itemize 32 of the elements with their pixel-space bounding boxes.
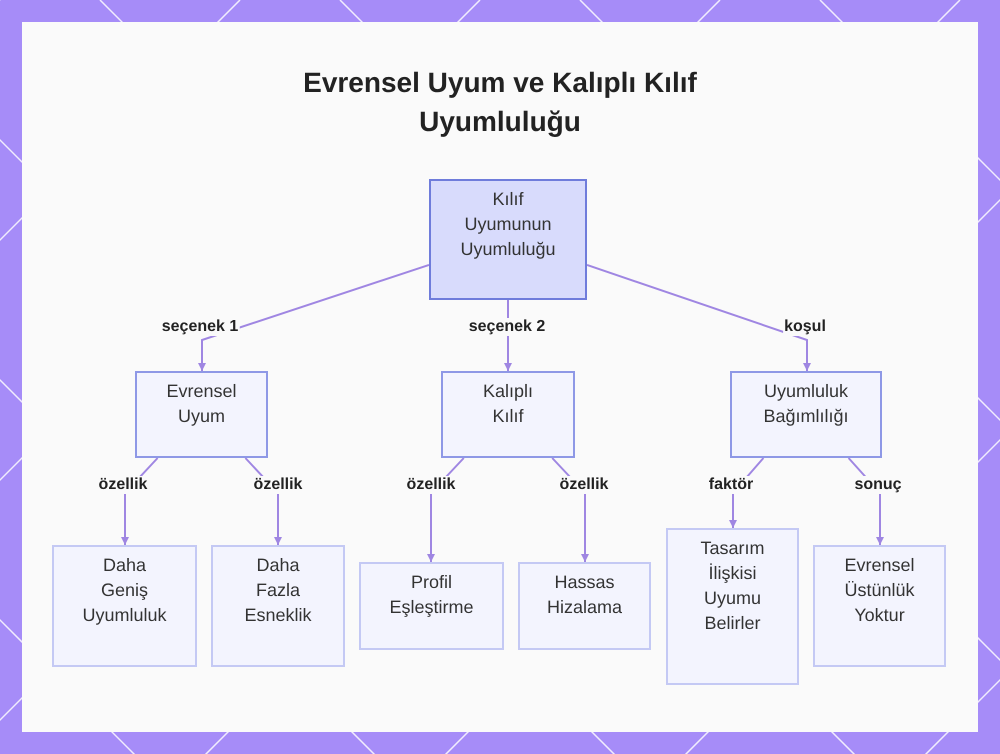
edge-label: faktör [708,476,754,494]
process-box [135,371,268,458]
process-box [359,562,504,650]
node-text: Evrensel Üstünlük Yoktur [844,554,915,627]
connector-arrow [198,264,430,371]
edge-label: seçenek 1 [160,318,240,336]
node-text: Kılıf Uyumunun Uyumluluğu [460,188,556,261]
node-text: Profil Eşleştirme [389,571,474,619]
node-text: Daha Fazla Esneklik [244,554,312,627]
edge-label: özellik [558,476,610,494]
process-box [211,545,345,667]
node-text: Uyumluluk Bağımlılığı [763,380,849,428]
edge-label: koşul [783,318,827,336]
edge-label: seçenek 2 [468,318,546,336]
process-box [429,179,587,300]
node-text: Kalıplı Kılıf [482,380,534,428]
process-box [441,371,575,458]
process-box [666,528,799,685]
process-box [813,545,946,667]
node-text: Hassas Hizalama [546,571,622,619]
node-text: Evrensel Uyum [166,380,237,428]
process-box [518,562,651,650]
node-text: Daha Geniş Uyumluluk [82,554,166,627]
process-box [730,371,882,458]
diagram-title: Evrensel Uyum ve Kalıplı Kılıf Uyumluluğu [302,66,698,139]
edge-label: sonuç [853,476,903,494]
edge-label: özellik [406,476,456,494]
process-box [52,545,197,667]
edge-label: özellik [98,476,148,494]
connector-arrow [586,264,811,371]
node-text: Tasarım İlişkisi Uyumu Belirler [700,537,764,635]
edge-label: özellik [252,476,304,494]
